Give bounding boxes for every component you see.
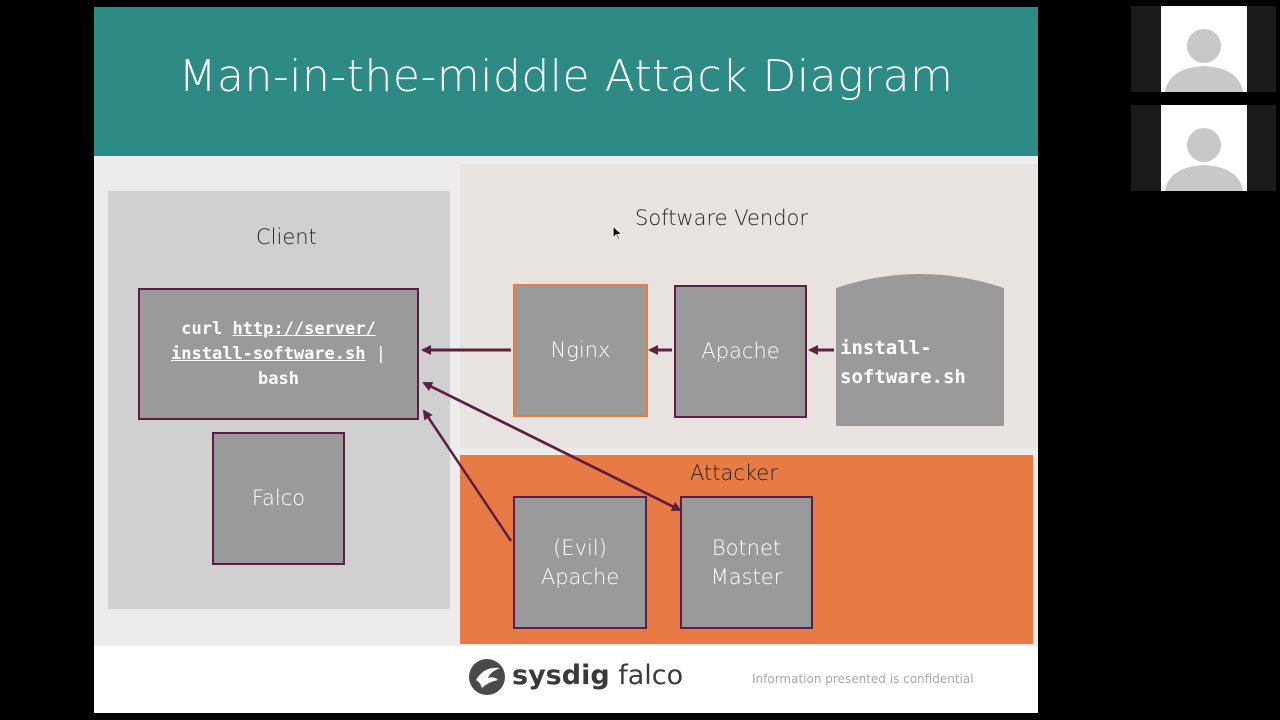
avatar-icon [1161,6,1247,92]
curl-line-1: curl http://server/ [181,317,375,342]
script-line-2: software.sh [840,366,966,388]
apache-label: Apache [701,339,780,363]
presentation-slide: Man-in-the-middle Attack Diagram Client … [94,7,1038,713]
evil-apache-line-2: Apache [540,564,620,589]
curl-url-part2: install-software.sh [171,343,366,364]
apache-box: Apache [674,285,807,418]
confidential-note: Information presented is confidential [752,672,974,686]
sysdig-logo-icon [469,659,505,695]
curl-line-2: install-software.sh | [171,342,386,367]
avatar-icon [1161,105,1247,191]
nginx-label: Nginx [550,338,611,362]
script-line-1: install- [840,337,932,359]
falco-box: Falco [212,432,345,565]
falco-label: Falco [251,486,306,510]
curl-line-3: bash [258,368,299,389]
evil-apache-line-1: (Evil) [553,535,607,560]
evil-apache-box: (Evil) Apache [513,496,647,629]
botnet-master-box: Botnet Master [680,496,813,629]
client-label: Client [256,225,317,249]
curl-url-part1: http://server/ [232,318,376,339]
participant-avatar-1 [1161,6,1247,92]
sysdig-falco-logo: sysdig falco [512,660,683,691]
participant-avatar-2 [1161,105,1247,191]
slide-title: Man-in-the-middle Attack Diagram [178,51,954,102]
slide-header: Man-in-the-middle Attack Diagram [94,7,1038,156]
script-file-label: install- software.sh [840,334,966,392]
botnet-line-2: Master [710,564,783,589]
curl-text: curl [181,318,233,339]
curl-pipe: | [365,343,386,364]
nginx-box: Nginx [513,284,648,417]
slide-footer: sysdig falco Information presented is co… [94,646,1038,713]
slide-content: Client Software Vendor Attacker curl htt… [94,156,1038,646]
participant-tile-2[interactable] [1131,105,1276,191]
attacker-label: Attacker [690,461,778,485]
participant-tile-1[interactable] [1131,6,1276,92]
cursor-icon [612,225,624,241]
vendor-label: Software Vendor [635,206,809,230]
logo-word-sysdig: sysdig [512,660,610,691]
database-cylinder-icon [836,274,1004,426]
curl-command-box: curl http://server/ install-software.sh … [138,288,419,420]
botnet-line-1: Botnet [711,535,782,560]
logo-word-falco: falco [618,660,684,691]
